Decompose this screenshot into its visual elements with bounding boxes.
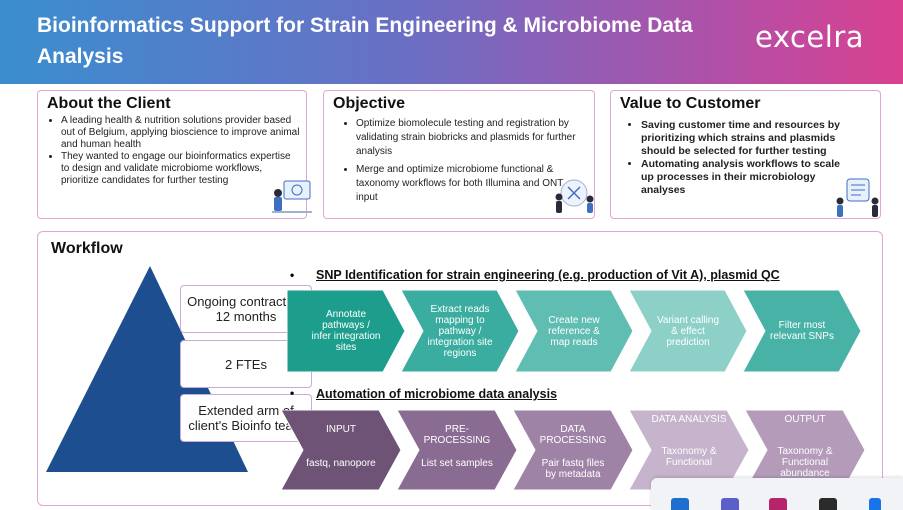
objective-item: Merge and optimize microbiome functional… — [356, 163, 576, 205]
step-label: Annotate pathways / infer integration si… — [311, 309, 381, 353]
step-body: Taxonomy & Functional abundance — [777, 446, 833, 479]
micro-bullet: • — [290, 386, 295, 400]
chevron-step — [628, 410, 750, 490]
snp-chevron-row — [287, 290, 862, 372]
step-head: PRE-PROCESSING — [423, 424, 491, 446]
objective-card: Objective Optimize biomolecule testing a… — [323, 90, 595, 219]
step-label: Filter most relevant SNPs — [770, 320, 834, 342]
value-item: Saving customer time and resources by pr… — [641, 119, 851, 158]
step-body: List set samples — [421, 458, 493, 469]
objective-heading: Objective — [333, 95, 406, 112]
header-banner — [0, 0, 903, 84]
chevron-step — [628, 290, 748, 372]
step-body: Taxonomy & Functional — [661, 446, 717, 468]
step-body: Pair fastq files by metadata — [541, 458, 605, 480]
chevron-step — [287, 290, 406, 372]
snp-section-title: SNP Identification for strain engineerin… — [316, 268, 780, 282]
value-customer-card: Value to Customer Saving customer time a… — [610, 90, 881, 219]
about-item: A leading health & nutrition solutions p… — [61, 115, 301, 151]
micro-step-labels: INPUT fastq, nanopore PRE-PROCESSING List s… — [281, 410, 881, 490]
slide-title: Bioinformatics Support for Strain Engine… — [37, 14, 693, 68]
team-illustration-icon — [836, 178, 879, 217]
step-head: INPUT — [326, 424, 356, 435]
micro-section-title: Automation of microbiome data analysis — [316, 387, 558, 401]
objective-item: Optimize biomolecule testing and registr… — [356, 117, 576, 159]
step-label: Variant calling & effect prediction — [656, 314, 720, 348]
value-item: Automating analysis workflows to scale u… — [641, 158, 851, 197]
researcher-illustration-icon — [272, 180, 312, 213]
step-head: OUTPUT — [784, 414, 826, 425]
teams-icon[interactable] — [721, 498, 739, 510]
bluetooth-icon[interactable] — [869, 498, 881, 510]
about-client-card: About the Client A leading health & nutr… — [37, 90, 312, 219]
cloud-icon[interactable] — [671, 498, 689, 510]
terminal-icon[interactable] — [819, 498, 837, 510]
taskbar-overlay — [651, 478, 903, 510]
objective-list: Optimize biomolecule testing and registr… — [342, 117, 576, 209]
step-head: DATA PROCESSING — [539, 424, 607, 446]
chevron-step — [396, 410, 518, 490]
value-customer-list: Saving customer time and resources by pr… — [627, 119, 851, 197]
excelra-logo: excelra — [755, 20, 865, 54]
chevron-step — [400, 290, 520, 372]
chevron-step — [512, 410, 634, 490]
step-label: Create new reference & map reads — [548, 314, 600, 348]
chevron-step — [742, 290, 862, 372]
snp-bullet: • — [290, 268, 295, 282]
about-client-list: A leading health & nutrition solutions p… — [47, 115, 301, 187]
workflow-panel: Workflow Ongoing contract for 12 months … — [37, 231, 883, 506]
about-item: They wanted to engage our bioinformatics… — [61, 151, 301, 187]
step-label: Extract reads mapping to pathway / integ… — [427, 303, 493, 359]
app-icon[interactable] — [769, 498, 787, 510]
lab-illustration-icon — [555, 179, 594, 213]
chevron-step — [514, 290, 634, 372]
snp-step-labels: Annotate pathways / infer integration si… — [287, 290, 877, 372]
step-head: DATA ANALYSIS — [651, 414, 727, 425]
workflow-heading: Workflow — [51, 240, 123, 257]
chevron-step — [744, 410, 866, 490]
chevron-step — [281, 410, 402, 490]
micro-chevron-row — [281, 410, 866, 490]
step-body: fastq, nanopore — [306, 458, 376, 469]
value-customer-heading: Value to Customer — [620, 95, 761, 112]
about-client-heading: About the Client — [47, 95, 171, 112]
